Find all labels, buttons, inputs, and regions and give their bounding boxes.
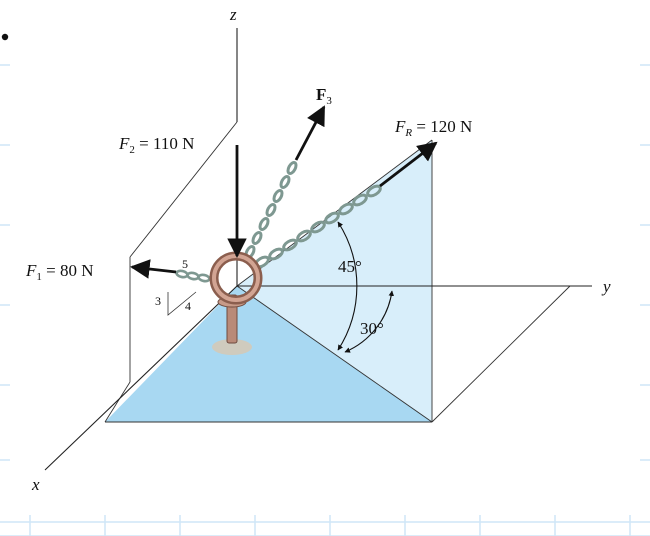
horizontal-plane — [105, 286, 432, 422]
slope-hyp-label: 5 — [182, 257, 188, 271]
fr-arrow — [379, 141, 438, 188]
angle-30-label: 30° — [360, 319, 384, 338]
f1-label: F1 = 80 N — [25, 261, 94, 283]
angle-arc-30 — [344, 290, 395, 353]
z-axis-label: z — [229, 5, 237, 24]
slope-rise-label: 3 — [155, 294, 161, 308]
fr-label: FR = 120 N — [394, 117, 472, 139]
f3-label: F3 — [316, 85, 332, 107]
chain-fr — [254, 184, 382, 269]
f2-label: F2 = 110 N — [118, 134, 194, 156]
f3-arrow — [294, 105, 326, 161]
x-axis-label: x — [31, 475, 40, 494]
chain-f1 — [175, 269, 211, 283]
angle-45-label: 45° — [338, 257, 362, 276]
slope-run-label: 4 — [185, 299, 191, 313]
slope-triangle — [167, 291, 197, 316]
background-grid — [0, 64, 650, 536]
y-axis-label: y — [601, 277, 611, 296]
f1-arrow — [130, 259, 177, 279]
chain-f3 — [244, 160, 298, 260]
force-arrows — [130, 105, 438, 279]
bullet-dot — [1, 33, 9, 41]
